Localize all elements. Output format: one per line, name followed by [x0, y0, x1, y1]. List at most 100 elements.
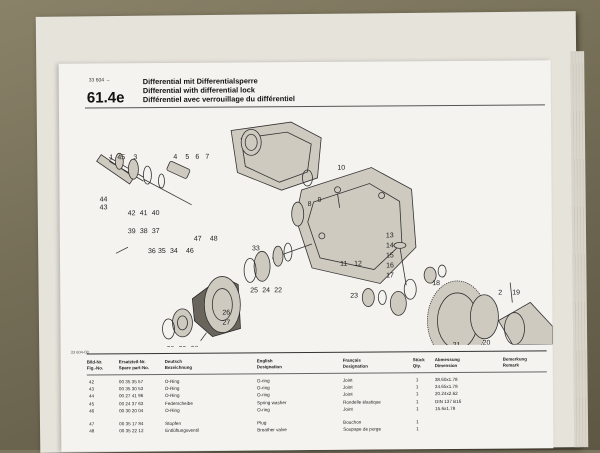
- right-housing: [497, 282, 553, 345]
- cell-qty: 1: [416, 419, 419, 425]
- callout: 45: [117, 154, 125, 161]
- cell-part: 00 35 35 57: [118, 379, 144, 385]
- cell-fr: Rondelle élastique: [343, 399, 381, 405]
- callout: 35: [158, 248, 166, 255]
- header-text: Abmessung: [434, 356, 460, 363]
- cell-dim: 38.60x1.78: [434, 376, 458, 383]
- callout: 1: [109, 154, 113, 161]
- callout: 14: [386, 242, 394, 249]
- cell-qty: 1: [416, 406, 419, 412]
- cell-de: O-Ring: [164, 386, 180, 392]
- cell-fig: 45: [89, 401, 95, 407]
- cell-dim: 15.6x1.78: [435, 405, 456, 411]
- callout: 33: [252, 245, 260, 252]
- callout: 29: [179, 346, 187, 348]
- callout: 44: [100, 196, 108, 203]
- cell-de: Federscheibe: [165, 400, 193, 406]
- callout: 25: [250, 287, 258, 294]
- callout: 6: [195, 154, 199, 161]
- cell-part: 00 35 22 12: [119, 428, 144, 434]
- callout: 21: [453, 342, 461, 348]
- callout: 17: [386, 272, 394, 279]
- section-number: 61.4e: [86, 89, 125, 107]
- cell-qty: 1: [415, 377, 419, 383]
- callout: 27: [222, 320, 230, 327]
- cell-fr: Soupape de purge: [343, 426, 382, 432]
- callout: 23: [350, 293, 358, 300]
- callout: 36: [148, 248, 156, 255]
- col-header-qty: Stück Qty.: [413, 357, 425, 368]
- callout: 2: [498, 290, 502, 297]
- callout: 10: [337, 165, 345, 172]
- side-gear-parts: [361, 241, 447, 316]
- cell-fig: 46: [89, 408, 95, 414]
- cell-part: 00 24 37 63: [119, 400, 144, 406]
- cell-part: 00 35 30 53: [118, 386, 144, 392]
- callout: 37: [152, 228, 160, 235]
- col-header-fig: Bild-Nr. Fig.-No.: [87, 359, 103, 370]
- callout: 30: [167, 346, 175, 348]
- cell-en: Breather valve: [257, 427, 287, 433]
- col-header-german: Deutsch Bezeichnung: [165, 359, 192, 370]
- cell-dim: DIN 137 B16: [434, 398, 462, 404]
- housing-cover: [230, 121, 322, 191]
- page-reference: 33 604 →: [88, 77, 111, 84]
- cell-en: O-ring: [257, 407, 270, 413]
- callout: 3: [133, 154, 137, 161]
- header-text: Remark: [502, 362, 519, 368]
- callout: 11: [340, 261, 347, 268]
- header-text: Ersatzteil-Nr.: [118, 359, 146, 365]
- cell-fr: Joint: [342, 392, 353, 398]
- cell-fr: Bouchon: [343, 419, 362, 425]
- cell-fr: Joint: [343, 406, 353, 412]
- callout: 5: [185, 154, 189, 161]
- cell-fig: 42: [88, 379, 95, 385]
- bolts: [115, 193, 341, 341]
- header-text: Dimension: [434, 362, 458, 368]
- callout: 7: [205, 154, 209, 161]
- bevel-gear-left: [162, 276, 241, 340]
- catalogue-page: 33 604 → 61.4e Differential mit Differen…: [58, 60, 554, 452]
- callout: 15: [386, 252, 394, 259]
- header-underline: [86, 371, 547, 376]
- cell-de: Stopfen: [165, 420, 182, 426]
- differential-housing: [291, 167, 417, 284]
- title-french: Différentiel avec verrouillage du différ…: [142, 94, 295, 105]
- callout: 8: [308, 201, 312, 208]
- cell-qty: 1: [415, 384, 419, 390]
- lock-shaft-assembly: [96, 152, 192, 206]
- callout: 4: [173, 154, 177, 161]
- callout: 41: [140, 210, 148, 217]
- cell-part: 00 35 17 84: [119, 421, 144, 427]
- callout: 24: [262, 287, 270, 294]
- header-text: Fig.-No.: [86, 364, 104, 371]
- cell-de: Entlüftungsventil: [165, 427, 199, 434]
- cell-fig: 47: [89, 421, 95, 427]
- callout: 26: [222, 310, 230, 317]
- cell-part: 00 30 20 04: [119, 407, 144, 414]
- header-text: Spare part-No.: [118, 364, 150, 370]
- callout: 20: [483, 340, 491, 347]
- cell-en: Plug: [257, 420, 267, 426]
- callout: 16: [386, 262, 394, 269]
- callout: 19: [512, 290, 520, 297]
- cell-dim: 20.24x2.62: [434, 391, 458, 397]
- callout: 39: [128, 228, 136, 235]
- callout: 42: [128, 210, 136, 217]
- col-header-english: English Designation: [257, 358, 282, 369]
- cell-en: Spring washer: [257, 399, 287, 405]
- cell-fr: Joint: [342, 384, 353, 390]
- callout: 12: [354, 261, 362, 268]
- callout: 18: [432, 280, 440, 287]
- cell-de: O-Ring: [164, 378, 180, 384]
- callout: 13: [386, 232, 394, 239]
- cell-de: O-Ring: [164, 393, 180, 399]
- callout: 40: [152, 210, 160, 217]
- header-text: Designation: [256, 363, 282, 369]
- callout: 22: [274, 287, 282, 294]
- cell-en: O-ring: [256, 378, 270, 384]
- table-top-rule: [86, 350, 547, 355]
- callout: 38: [140, 228, 148, 235]
- cell-en: O-ring: [256, 385, 270, 391]
- ring-gear: [427, 280, 499, 348]
